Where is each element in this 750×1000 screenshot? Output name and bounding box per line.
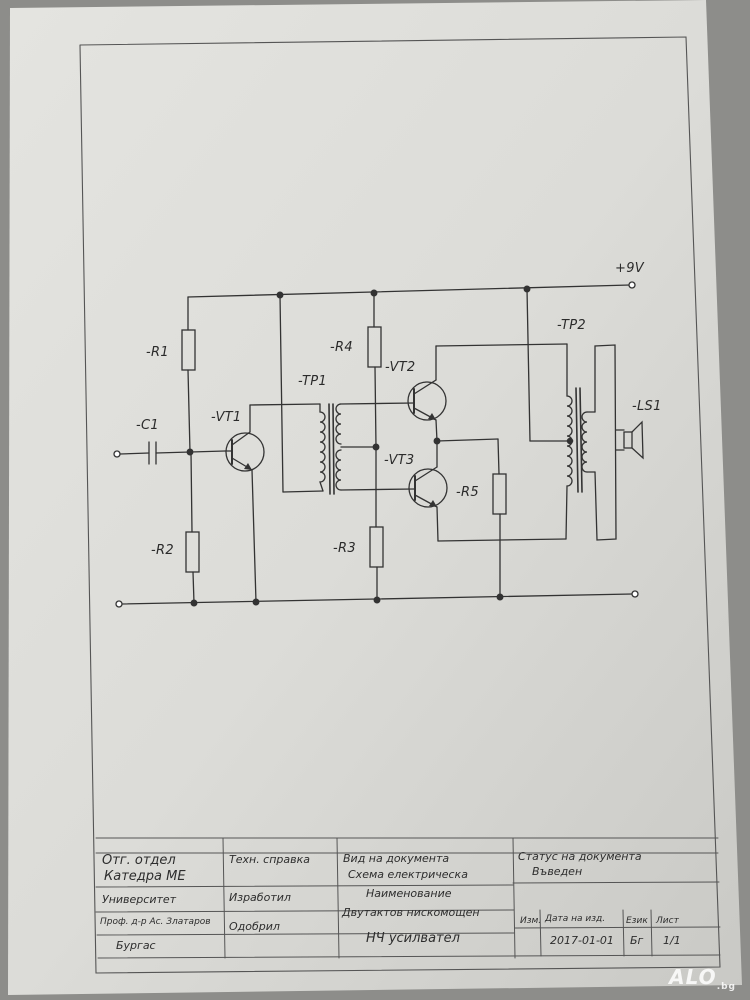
vt2-label: -VT2 — [385, 360, 416, 375]
city-text: Бургас — [116, 939, 156, 952]
resistor-r3 — [369, 446, 384, 601]
professor-text: Проф. д-р Ас. Златаров — [100, 917, 211, 927]
resistor-r2 — [185, 451, 200, 604]
dept-label: Отг. отдел — [102, 853, 176, 868]
sheet-value: 1/1 — [663, 934, 681, 947]
transistor-vt1 — [224, 403, 321, 603]
doc-type-label: Вид на документа — [343, 852, 450, 865]
r3-label: -R3 — [333, 541, 356, 556]
transformer-tr2 — [526, 288, 617, 541]
dept-value: Катедра МЕ — [104, 869, 186, 884]
resistor-r5 — [436, 438, 507, 598]
resistor-r1 — [181, 296, 196, 453]
r1-label: -R1 — [146, 345, 169, 360]
date-label: Дата на изд. — [545, 914, 606, 924]
rev-label: Изм. — [520, 916, 542, 926]
watermark-text: ALO — [669, 965, 717, 989]
name-label: Наименование — [366, 887, 452, 900]
prepared-by-label: Изработил — [229, 891, 291, 904]
university-text: Университет — [102, 893, 177, 906]
vt3-label: -VT3 — [384, 453, 415, 468]
supply-voltage-label: +9V — [615, 261, 644, 276]
c1-label: -C1 — [136, 418, 159, 433]
name-value-line1: Двутактов нискомощен — [342, 906, 480, 919]
r5-label: -R5 — [456, 485, 479, 500]
drawing-frame — [79, 36, 721, 974]
tr1-label: -TP1 — [298, 374, 327, 389]
transformer-tr1 — [279, 294, 415, 495]
title-block-grid — [95, 837, 721, 959]
tr2-label: -TP2 — [557, 318, 586, 333]
language-value: Бг — [630, 934, 644, 947]
status-value: Въведен — [532, 865, 583, 878]
speaker-ls1 — [615, 420, 644, 460]
supply-rail — [187, 281, 636, 299]
doc-type-value: Схема електрическа — [348, 868, 468, 881]
r4-label: -R4 — [330, 340, 353, 355]
watermark-logo: ALO.bg — [669, 965, 736, 992]
vt1-label: -VT1 — [211, 410, 242, 425]
resistor-r4 — [367, 292, 382, 448]
ls1-label: -LS1 — [632, 399, 662, 414]
date-value: 2017-01-01 — [550, 934, 614, 947]
sheet-label: Лист — [656, 916, 679, 926]
watermark-suffix: .bg — [716, 982, 736, 992]
status-label: Статус на документа — [518, 850, 642, 863]
language-label: Език — [626, 916, 648, 926]
name-value-line2: НЧ усилвател — [366, 931, 460, 946]
transistor-vt2 — [407, 343, 568, 445]
r2-label: -R2 — [151, 543, 174, 558]
tech-ref-label: Техн. справка — [229, 853, 311, 866]
capacitor-c1 — [113, 441, 226, 465]
transistor-vt3 — [408, 440, 567, 542]
approved-by-label: Одобрил — [229, 920, 280, 933]
paper-sheet — [8, 0, 742, 995]
